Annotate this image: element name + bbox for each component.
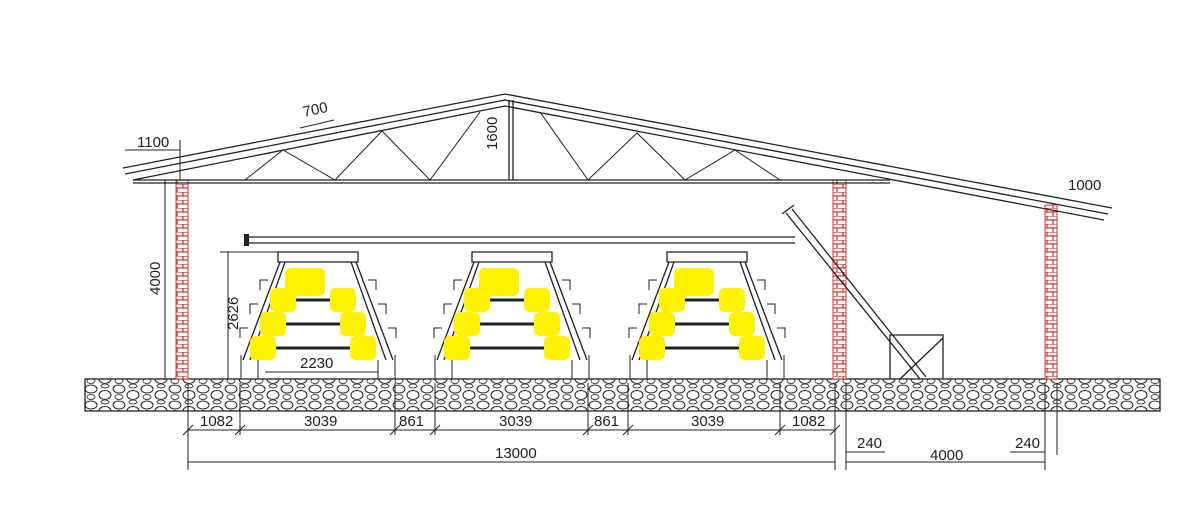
a-frame-cage — [239, 251, 397, 379]
hen — [464, 288, 490, 312]
hen — [674, 268, 714, 296]
hen — [454, 312, 480, 336]
dim-annex-wall-right: 240 — [1015, 435, 1040, 452]
dim-total-width: 13000 — [495, 445, 537, 462]
hen — [534, 312, 560, 336]
hen — [340, 312, 366, 336]
a-frame-cage — [628, 251, 786, 379]
hen — [479, 268, 519, 296]
hen — [639, 336, 665, 360]
hen — [330, 288, 356, 312]
hen — [285, 268, 325, 296]
hen — [729, 312, 755, 336]
dim-tick — [389, 383, 401, 436]
dim-bottom-segment: 861 — [594, 413, 619, 430]
hen — [250, 336, 276, 360]
dim-tick — [429, 383, 441, 436]
hen — [260, 312, 286, 336]
dim-tick — [774, 383, 786, 436]
stone-foundation — [84, 378, 1161, 412]
dim-bottom-segment: 1082 — [792, 413, 825, 430]
hen — [544, 336, 570, 360]
dim-bottom-segment: 1082 — [200, 413, 233, 430]
hen — [444, 336, 470, 360]
brick-wall-right — [1044, 204, 1058, 380]
hen — [350, 336, 376, 360]
hen — [659, 288, 685, 312]
dim-tick — [622, 383, 634, 436]
dim-truss-height: 1600 — [484, 117, 501, 150]
brick-wall-left — [175, 179, 189, 380]
dim-wall-height: 4000 — [147, 262, 164, 295]
dimension-lines — [125, 119, 1058, 470]
dim-tick — [234, 383, 246, 436]
dim-purlin-spacing: 700 — [301, 99, 329, 121]
dim-overhang-right: 1000 — [1068, 177, 1101, 194]
hen — [524, 288, 550, 312]
dim-annex-width: 4000 — [930, 447, 963, 464]
dim-tick — [829, 383, 841, 436]
dim-annex-wall-left: 240 — [857, 435, 882, 452]
dim-bottom-segment: 861 — [399, 413, 424, 430]
dim-bottom-segment: 3039 — [499, 413, 532, 430]
hen — [649, 312, 675, 336]
dim-tick — [582, 383, 594, 436]
dim-bottom-segment: 3039 — [691, 413, 724, 430]
cage-rows — [239, 251, 786, 379]
hen — [739, 336, 765, 360]
a-frame-cage — [433, 251, 591, 379]
dim-cage-height: 2626 — [225, 297, 242, 330]
dim-overhang-left: 1100 — [137, 134, 169, 151]
dim-bottom-segment: 3039 — [304, 413, 337, 430]
hen — [270, 288, 296, 312]
feed-hopper — [889, 334, 944, 380]
dim-tick — [182, 383, 194, 436]
roof-truss — [122, 93, 1113, 221]
dim-cage-base-width: 2230 — [300, 355, 333, 372]
feed-line — [244, 204, 927, 380]
hen — [719, 288, 745, 312]
